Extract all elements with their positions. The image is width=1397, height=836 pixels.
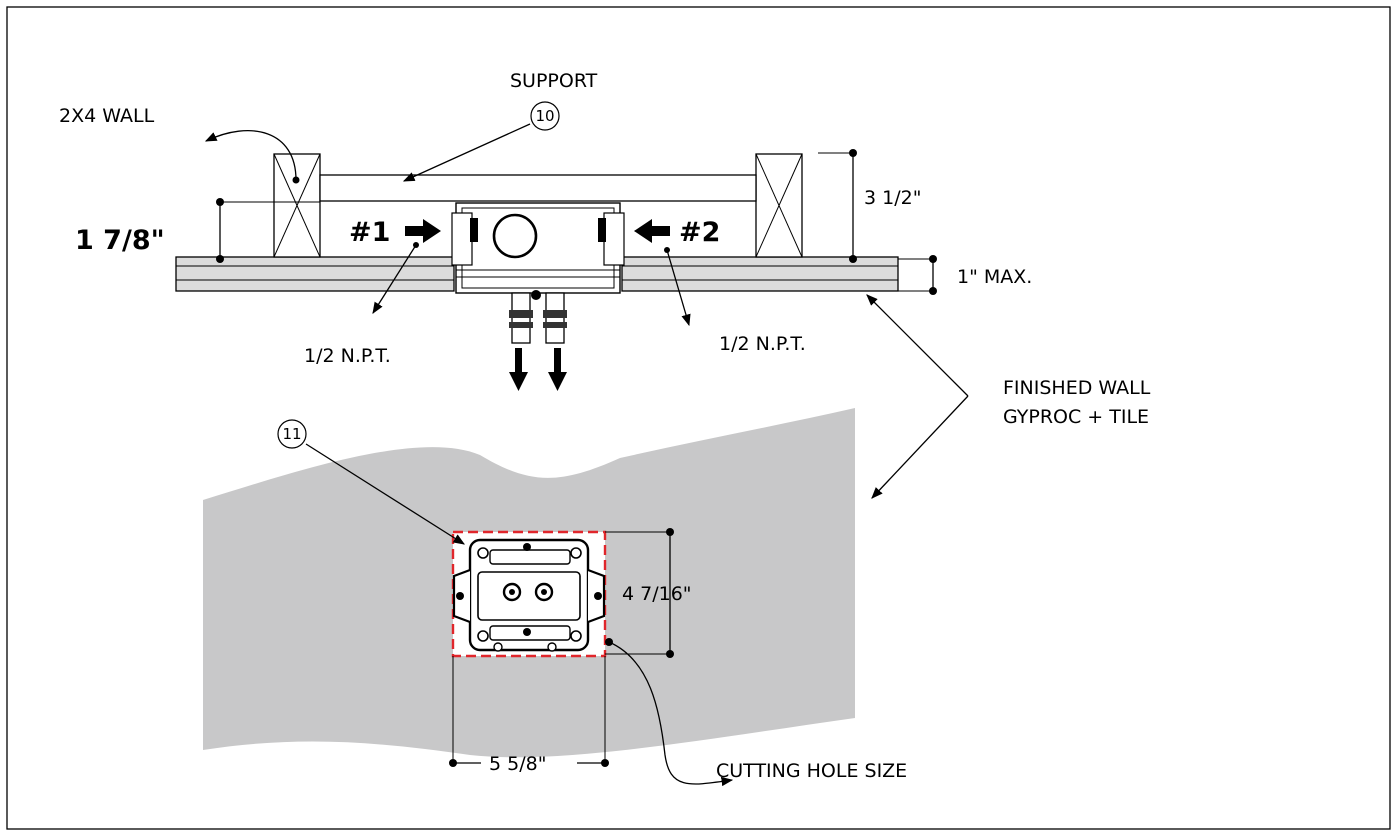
dimension-1-7-8: 1 7/8" — [75, 225, 165, 256]
inlet-2-arrow-icon — [634, 219, 670, 243]
front-view — [203, 408, 855, 787]
dimension-4-7-16: 4 7/16" — [622, 583, 692, 605]
label-support: SUPPORT — [510, 70, 598, 92]
finished-wall-right — [621, 256, 899, 292]
callout-10-text: 10 — [535, 107, 554, 125]
outlet-arrow-right — [548, 348, 567, 391]
label-inlet-1: #1 — [349, 217, 390, 248]
callout-11-text: 11 — [282, 425, 301, 443]
label-npt-left: 1/2 N.P.T. — [304, 345, 391, 367]
callout-10: 10 — [530, 101, 560, 131]
label-finished-wall-1: FINISHED WALL — [1003, 377, 1151, 399]
stud-right — [755, 153, 803, 258]
inlet-1-arrow-icon — [405, 219, 441, 243]
label-cutting-hole: CUTTING HOLE SIZE — [716, 760, 907, 782]
support-bar — [319, 174, 757, 202]
outlet-arrow-left — [509, 348, 528, 391]
valve-front — [452, 538, 606, 652]
drawing-border — [6, 6, 1391, 830]
dimension-5-5-8: 5 5/8" — [489, 753, 546, 775]
dimension-3-1-2: 3 1/2" — [864, 187, 921, 209]
label-inlet-2: #2 — [679, 217, 720, 248]
label-2x4-wall: 2X4 WALL — [59, 105, 155, 127]
stud-left — [273, 153, 321, 258]
label-finished-wall-2: GYPROC + TILE — [1003, 406, 1149, 428]
dimension-1-max: 1" MAX. — [957, 266, 1032, 288]
callout-11: 11 — [277, 419, 307, 449]
valve-body — [451, 202, 625, 344]
label-npt-right: 1/2 N.P.T. — [719, 333, 806, 355]
wall-section-view — [175, 123, 937, 391]
valve-port-circle — [492, 213, 538, 259]
